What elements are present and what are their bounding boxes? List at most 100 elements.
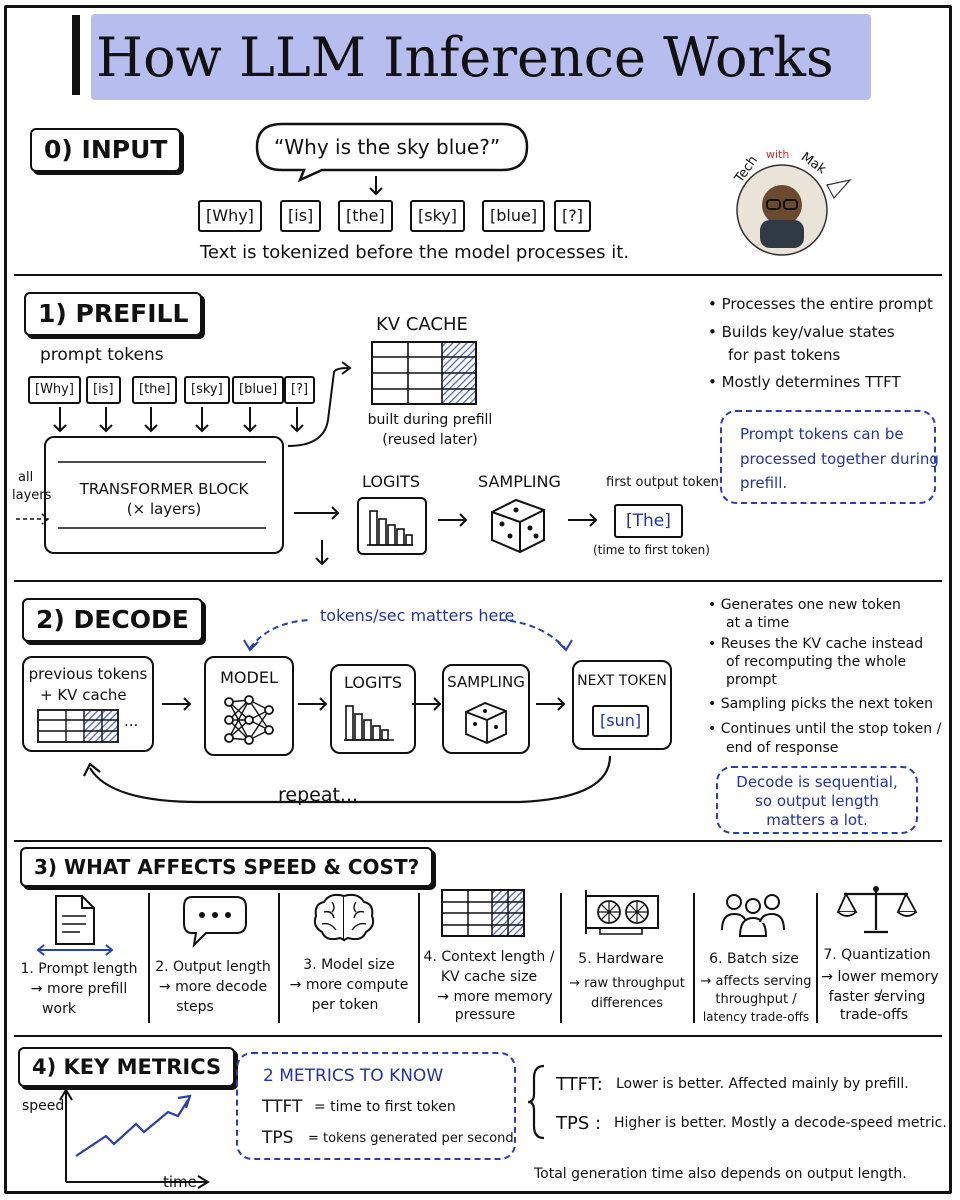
speed-item-detail: → more compute xyxy=(289,977,409,993)
input-token: [the] xyxy=(338,200,393,232)
decode-bullet: at a time xyxy=(726,615,790,631)
column-separator xyxy=(278,893,280,1023)
decode-sampling-label: SAMPLING xyxy=(447,673,525,691)
arrow-right-icon xyxy=(536,697,566,711)
neural-network-icon xyxy=(224,695,274,745)
speed-item-detail: differences xyxy=(590,996,664,1011)
prefill-note-line: processed together during xyxy=(740,450,939,468)
prefill-token: [blue] xyxy=(232,376,285,404)
first-output-token-label: first output token xyxy=(606,475,719,490)
section-label-prefill: 1) PREFILL xyxy=(24,292,203,336)
tps-note: tokens/sec matters here xyxy=(320,606,515,625)
decode-bullet: • Generates one new token xyxy=(708,597,901,613)
token-arrows-icon xyxy=(53,407,304,433)
speed-axis-label: speed xyxy=(22,1098,65,1114)
scale-balance-icon xyxy=(836,886,918,934)
decode-bullet: end of response xyxy=(726,740,839,756)
prefill-token: [is] xyxy=(86,376,121,404)
section-label-speed: 3) WHAT AFFECTS SPEED & COST? xyxy=(20,847,434,887)
column-separator xyxy=(816,893,818,1023)
ttft-note: Lower is better. Affected mainly by pref… xyxy=(616,1076,909,1092)
arrow-down-icon xyxy=(315,540,329,566)
input-token: [?] xyxy=(554,200,591,232)
prefill-bullet: • Mostly determines TTFT xyxy=(708,373,901,391)
speed-item-title: 6. Batch size xyxy=(709,951,799,967)
speed-item-detail: pressure xyxy=(454,1007,516,1023)
prompt-tokens-label: prompt tokens xyxy=(40,345,164,365)
first-output-token: [The] xyxy=(614,504,683,538)
speed-item-title: 7. Quantization xyxy=(823,947,931,963)
speed-item-detail: trade-offs xyxy=(839,1007,909,1023)
ttft-definition: = time to first token xyxy=(314,1099,456,1115)
column-separator xyxy=(560,893,562,1023)
speed-item-detail: KV cache size xyxy=(440,969,538,985)
repeat-loop-arrow-icon xyxy=(83,755,612,804)
decode-bullet: • Sampling picks the next token xyxy=(708,696,934,712)
transformer-subtitle: (× layers) xyxy=(126,500,202,518)
speed-item-detail: → affects serving xyxy=(700,974,812,989)
speed-item-detail: faster serving xyxy=(828,989,926,1005)
prefill-bullet: • Builds key/value states xyxy=(708,323,895,341)
kv-cache-caption-1: built during prefill xyxy=(367,412,493,428)
curly-brace-icon xyxy=(527,1064,545,1140)
brain-icon xyxy=(313,893,375,942)
speed-item-detail: → more memory xyxy=(437,989,553,1005)
first-token-caption: (time to first token) xyxy=(593,543,710,557)
section-label-input: 0) INPUT xyxy=(30,128,182,172)
outer-frame xyxy=(4,5,952,1194)
document-icon xyxy=(36,895,114,956)
speed-item-title: 2. Output length xyxy=(155,959,271,975)
input-prompt-text: “Why is the sky blue?” xyxy=(274,135,501,159)
gpu-card-icon xyxy=(585,890,659,935)
column-separator xyxy=(148,893,150,1023)
speed-item-detail: latency trade-offs xyxy=(702,1010,810,1024)
arrow-to-kv-cache-icon xyxy=(287,361,352,447)
decode-bullet: prompt xyxy=(726,672,777,688)
section-divider xyxy=(14,274,942,276)
ttft-note-key: TTFT: xyxy=(556,1074,603,1095)
decode-logits-label: LOGITS xyxy=(344,673,402,692)
decode-note-line: Decode is sequential, xyxy=(736,773,898,791)
prefill-token: [sky] xyxy=(184,376,230,404)
section-divider xyxy=(14,840,942,842)
kv-cache-grid-icon xyxy=(37,709,119,743)
column-separator xyxy=(418,893,420,1023)
tps-key: TPS xyxy=(262,1128,294,1148)
dice-icon xyxy=(491,498,545,554)
speed-item-title: 4. Context length / xyxy=(423,949,555,965)
tps-definition: = tokens generated per second xyxy=(308,1131,514,1146)
speed-item-detail: → more prefill xyxy=(30,981,128,997)
decode-bullet: • Continues until the stop token / xyxy=(708,721,942,737)
arrow-to-logits-icon xyxy=(294,506,340,520)
speed-item-detail: steps xyxy=(176,999,214,1015)
tps-dashed-arrow-icon xyxy=(243,619,573,652)
speed-item-detail: work xyxy=(42,1001,76,1017)
all-layers-arrow-icon xyxy=(16,513,50,525)
decode-note-box xyxy=(716,766,918,834)
column-separator xyxy=(693,893,695,1023)
section-divider xyxy=(14,1035,942,1037)
kv-cache-grid-icon xyxy=(441,889,525,937)
arrow-right-icon xyxy=(298,697,328,711)
all-layers-label-1: all xyxy=(18,470,34,485)
input-token: [is] xyxy=(280,200,322,232)
speech-bubble-icon xyxy=(255,122,529,183)
arrow-right-icon xyxy=(438,513,468,527)
prefill-token: [the] xyxy=(132,376,178,404)
speed-item-detail: → lower memory / xyxy=(821,969,939,1004)
metrics-footer: Total generation time also depends on ou… xyxy=(534,1166,907,1182)
decode-bullet: of recomputing the whole xyxy=(726,654,907,670)
transformer-block xyxy=(44,436,284,554)
input-token: [blue] xyxy=(482,200,546,232)
speed-item-detail: throughput / xyxy=(715,992,797,1007)
section-divider xyxy=(14,580,942,582)
arrow-right-icon xyxy=(568,513,598,527)
title-highlight xyxy=(91,14,871,100)
prefill-note-box xyxy=(720,410,936,504)
prefill-note-line: Prompt tokens can be xyxy=(740,425,904,443)
arrow-right-icon xyxy=(412,697,442,711)
input-token: [Why] xyxy=(198,200,262,232)
speed-item-title: 5. Hardware xyxy=(578,951,664,967)
next-token-title: NEXT TOKEN xyxy=(577,673,667,689)
dice-icon xyxy=(465,702,507,744)
